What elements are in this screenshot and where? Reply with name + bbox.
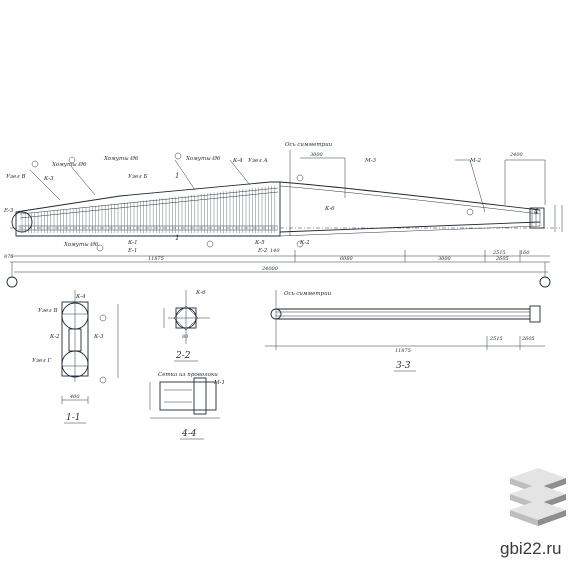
s44-title: 4-4 [181,429,197,439]
s22-dim: 80 [182,334,189,340]
s11-k2: К-2 [49,334,60,340]
label-node-b: Узел Б [128,174,148,180]
section-mark-bottom: 1 [175,234,179,242]
beam-labels: Узел В К-3 Узел Б К-4 Узел А Е-3 Хомуты … [3,142,538,254]
label-clamp-2: Хомуты Ø6 [103,155,139,162]
right-axis-bubble [539,276,551,288]
label-k6: К-6 [324,206,335,212]
s11-k3: К-3 [93,334,104,340]
dim-left-part: 11875 [148,256,164,262]
logo-cube-stack [510,468,566,526]
section-mark-4: 4 [533,208,538,216]
beam-dimensions: 24000 11875 6080 3000 2515 2605 2400 300… [4,152,530,272]
label-k3: К-3 [43,176,54,182]
dim-top-span: 3000 [310,152,324,158]
label-e1: Е-1 [127,248,137,254]
dim-end-b: 2605 [495,256,509,262]
label-clamp-4: Хомуты Ø6 [63,241,99,248]
dim-mid-a: 6080 [340,256,354,262]
s44-note: Сетка из проволоки [158,372,218,378]
dim-end-c: 2400 [509,152,524,158]
dim-height-b: 160 [520,250,530,256]
s11-node-v: Узел В [38,308,58,314]
dim-left-tick: 875 [4,254,14,260]
label-m2: М-2 [469,158,481,164]
dim-mid-b: 3000 [438,256,452,262]
s33-title: 3-3 [396,361,411,371]
label-clamp-3: Хомуты Ø6 [185,155,221,162]
right-end-block [529,207,545,229]
s22-k6: К-6 [195,290,206,296]
label-e3: Е-3 [3,208,14,214]
label-k4: К-4 [232,158,243,164]
label-node-v: Узел В [6,174,26,180]
label-k1: К-1 [127,240,138,246]
section-mark-top: 1 [175,172,179,180]
dim-total: 24000 [261,266,279,272]
s11-node-g: Узел Г [32,358,51,364]
section-1-1: К-4 Узел В К-3 К-2 Узел Г 400 1-1 [32,290,119,424]
label-clamp-1: Хомуты Ø6 [51,161,87,168]
dim-end-a: 2515 [492,250,506,256]
s22-title: 2-2 [175,351,191,361]
s44-m1: М-1 [213,380,225,386]
label-m3: М-3 [364,158,376,164]
label-node-a: Узел А [248,158,268,164]
s11-k4: К-4 [75,294,86,300]
dim-height-a: 140 [270,248,280,254]
s33-dim-b: 2605 [521,336,535,342]
label-k3-low: К-5 [254,240,265,246]
s11-title: 1-1 [66,413,81,423]
label-k2: К-2 [299,240,310,246]
section-3-3: Ось симметрии 2515 2605 11875 3-3 [265,290,545,372]
label-axis: Ось симметрии [285,142,333,148]
watermark-logo: gbi22.ru [500,468,566,558]
beam-elevation [6,150,563,288]
section-2-2: К-6 80 2-2 [163,290,210,362]
s33-dim-c: 11875 [395,348,411,354]
section-4-4: Сетка из проволоки М-1 4-4 [149,372,225,440]
label-e2: Е-2 [257,248,268,254]
watermark-text: gbi22.ru [500,539,561,558]
s33-dim-a: 2515 [489,336,503,342]
s33-axis: Ось симметрии [284,291,332,297]
left-axis-bubble [6,276,18,288]
s11-width: 400 [69,394,80,400]
